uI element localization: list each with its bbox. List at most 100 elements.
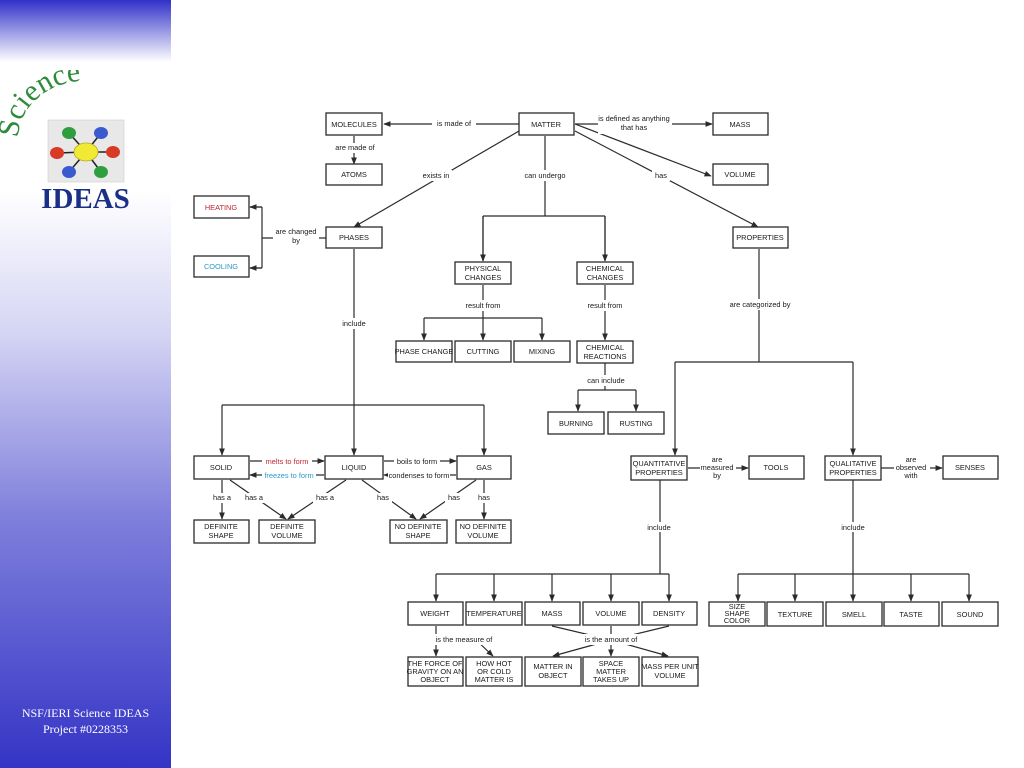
svg-text:SENSES: SENSES xyxy=(955,463,985,472)
svg-text:TEXTURE: TEXTURE xyxy=(778,610,813,619)
label-has-3: has xyxy=(478,493,490,502)
node-mass-top: MASS xyxy=(712,112,769,136)
node-burning: BURNING xyxy=(547,411,605,435)
svg-text:SMELL: SMELL xyxy=(842,610,866,619)
svg-text:TOOLS: TOOLS xyxy=(764,463,789,472)
svg-text:DEFINITE: DEFINITE xyxy=(204,522,238,531)
node-matter: MATTER xyxy=(518,112,575,136)
svg-text:LIQUID: LIQUID xyxy=(342,463,367,472)
svg-text:NO DEFINITE: NO DEFINITE xyxy=(460,522,507,531)
label-condenses-to-form: condenses to form xyxy=(389,471,450,480)
label-has-a-2: has a xyxy=(245,493,264,502)
concept-nodes: MOLECULES MATTER MASS ATOMS VOLUME HEATI… xyxy=(193,112,999,687)
svg-text:BURNING: BURNING xyxy=(559,419,593,428)
svg-text:CHEMICAL: CHEMICAL xyxy=(586,343,624,352)
svg-text:GRAVITY ON AN: GRAVITY ON AN xyxy=(407,667,464,676)
svg-text:MATTER IS: MATTER IS xyxy=(475,675,514,684)
svg-text:CHANGES: CHANGES xyxy=(587,273,624,282)
node-tools: TOOLS xyxy=(748,455,805,480)
svg-text:OBJECT: OBJECT xyxy=(420,675,450,684)
svg-text:PHYSICAL: PHYSICAL xyxy=(465,264,502,273)
label-include-quant: include xyxy=(647,523,670,532)
svg-text:PHASES: PHASES xyxy=(339,233,369,242)
footer: NSF/IERI Science IDEAS Project #0228353 xyxy=(0,705,171,737)
link-labels: is made of are made of is defined as any… xyxy=(210,114,930,645)
node-mixing: MIXING xyxy=(513,340,571,363)
label-are-measured-3: by xyxy=(713,471,721,480)
svg-text:SHAPE: SHAPE xyxy=(724,609,749,618)
label-include-phases: include xyxy=(342,319,365,328)
svg-text:VOLUME: VOLUME xyxy=(467,531,498,540)
label-are-observed-3: with xyxy=(903,471,917,480)
node-liquid: LIQUID xyxy=(324,455,384,480)
svg-text:PHASE CHANGE: PHASE CHANGE xyxy=(395,347,454,356)
label-boils-to-form: boils to form xyxy=(397,457,437,466)
svg-text:MATTER: MATTER xyxy=(531,120,561,129)
svg-text:VOLUME: VOLUME xyxy=(654,671,685,680)
svg-text:SHAPE: SHAPE xyxy=(405,531,430,540)
svg-text:MASS: MASS xyxy=(542,609,563,618)
label-are-measured-1: are xyxy=(712,455,723,464)
svg-text:DENSITY: DENSITY xyxy=(653,609,685,618)
label-result-from-chem: result from xyxy=(588,301,623,310)
svg-text:MASS PER UNIT: MASS PER UNIT xyxy=(641,662,699,671)
node-rusting: RUSTING xyxy=(607,411,665,435)
svg-text:WEIGHT: WEIGHT xyxy=(420,609,450,618)
svg-text:RUSTING: RUSTING xyxy=(619,419,653,428)
label-amount-of: is the amount of xyxy=(585,635,639,644)
svg-text:GAS: GAS xyxy=(476,463,492,472)
svg-text:REACTIONS: REACTIONS xyxy=(583,352,626,361)
footer-line-2: Project #0228353 xyxy=(43,722,128,736)
svg-text:MASS: MASS xyxy=(730,120,751,129)
molecule-icon xyxy=(47,119,125,183)
svg-text:CHANGES: CHANGES xyxy=(465,273,502,282)
svg-text:TEMPERATURE: TEMPERATURE xyxy=(466,609,521,618)
svg-text:HOW HOT: HOW HOT xyxy=(476,659,512,668)
node-properties: PROPERTIES xyxy=(732,226,789,249)
node-volume-top: VOLUME xyxy=(712,163,769,186)
label-melts-to-form: melts to form xyxy=(266,457,309,466)
node-molecules: MOLECULES xyxy=(325,112,383,136)
svg-text:QUANTITATIVE: QUANTITATIVE xyxy=(633,459,686,468)
node-taste: TASTE xyxy=(883,601,940,627)
node-cutting: CUTTING xyxy=(454,340,512,363)
svg-text:VOLUME: VOLUME xyxy=(724,170,755,179)
node-texture: TEXTURE xyxy=(766,601,824,627)
svg-text:OBJECT: OBJECT xyxy=(538,671,568,680)
svg-text:SOUND: SOUND xyxy=(957,610,984,619)
label-include-qual: include xyxy=(841,523,864,532)
svg-text:MOLECULES: MOLECULES xyxy=(331,120,377,129)
node-atoms: ATOMS xyxy=(325,163,383,186)
label-can-undergo: can undergo xyxy=(524,171,565,180)
svg-text:MATTER: MATTER xyxy=(596,667,626,676)
science-logo: Science xyxy=(0,70,125,183)
label-has-a-3: has a xyxy=(316,493,335,502)
label-has-top: has xyxy=(655,171,667,180)
connectors xyxy=(219,121,972,658)
svg-text:CHEMICAL: CHEMICAL xyxy=(586,264,624,273)
label-freezes-to-form: freezes to form xyxy=(264,471,313,480)
svg-text:COOLING: COOLING xyxy=(204,262,238,271)
node-temperature: TEMPERATURE xyxy=(465,601,523,626)
node-gas: GAS xyxy=(456,455,512,480)
label-has-1: has xyxy=(377,493,389,502)
node-volume-q: VOLUME xyxy=(582,601,640,626)
node-weight: WEIGHT xyxy=(407,601,464,626)
sidebar: Science IDEAS NSF/IERI Science IDEAS Pro… xyxy=(0,0,171,768)
label-is-made-of: is made of xyxy=(437,119,472,128)
svg-text:HEATING: HEATING xyxy=(205,203,238,212)
svg-text:MATTER IN: MATTER IN xyxy=(533,662,572,671)
label-are-observed-2: observed xyxy=(896,463,926,472)
node-sound: SOUND xyxy=(941,601,999,627)
logo-ideas: IDEAS xyxy=(41,183,130,215)
